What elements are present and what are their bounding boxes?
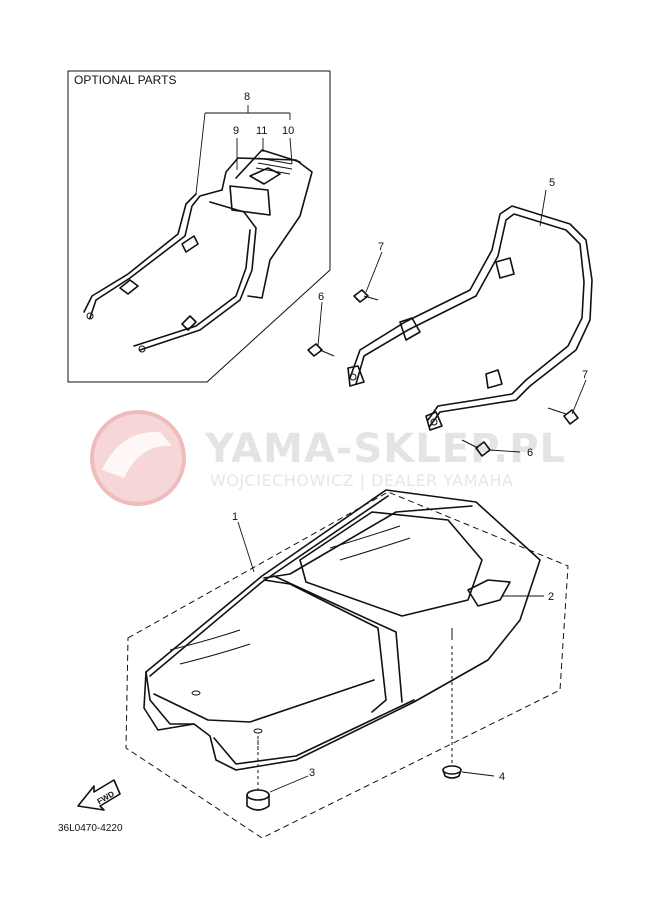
callout-3: 3	[309, 767, 315, 779]
damper-icon	[246, 740, 270, 811]
fwd-label: FWD	[96, 789, 116, 806]
grab-bar-drawing	[347, 205, 593, 431]
watermark-title: YAMA-SKLEP.PL	[204, 426, 566, 472]
callout-1: 1	[232, 511, 238, 523]
callout-6-upper: 6	[318, 291, 324, 303]
bolt-7-upper-icon	[353, 289, 379, 303]
bolt-6-upper-icon	[307, 343, 335, 357]
callout-10: 10	[282, 125, 294, 137]
optional-parts-box: OPTIONAL PARTS 8 9 11 10	[67, 70, 331, 383]
callout-4: 4	[499, 771, 505, 783]
callout-11: 11	[256, 125, 267, 137]
optional-parts-title: OPTIONAL PARTS	[74, 73, 176, 87]
carrier-rack-drawing	[83, 149, 313, 353]
watermark-subtitle: WOJCIECHOWICZ | DEALER YAMAHA	[210, 471, 513, 490]
diagram-code: 36L0470-4220	[58, 823, 123, 834]
callout-8: 8	[244, 91, 250, 103]
callout-6-lower: 6	[527, 447, 533, 459]
callout-2: 2	[548, 591, 554, 603]
callout-9: 9	[233, 125, 239, 137]
watermark-logo-icon	[90, 410, 186, 506]
grommet-icon	[442, 646, 462, 779]
callout-7-upper: 7	[378, 241, 384, 253]
bolt-7-lower-icon	[547, 407, 579, 425]
watermark: YAMA-SKLEP.PL WOJCIECHOWICZ | DEALER YAM…	[90, 410, 566, 506]
seat-drawing	[125, 489, 569, 839]
fwd-arrow-icon: FWD	[77, 779, 121, 811]
callout-5: 5	[549, 177, 555, 189]
callout-7-lower: 7	[582, 369, 588, 381]
